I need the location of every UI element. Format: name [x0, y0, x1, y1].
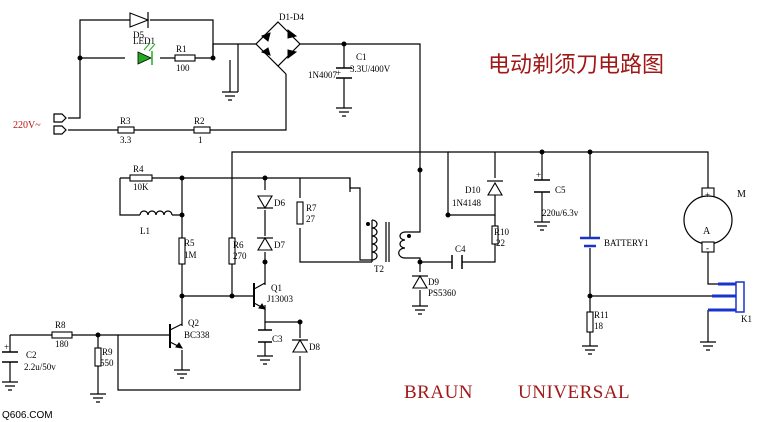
l1-label: L1	[140, 226, 150, 236]
resistor-r10: R10 22	[491, 225, 510, 248]
diode-d9: D9 PS5360	[412, 274, 457, 298]
resistor-r11: R11 18	[586, 310, 609, 333]
diagram-title: 电动剃须刀电路图	[488, 53, 664, 78]
r7-name: R7	[306, 203, 317, 213]
resistor-r8: R8 180	[51, 320, 73, 349]
c5-name: C5	[555, 185, 566, 195]
resistor-r1: R1 100	[174, 44, 196, 73]
r5-value: 1M	[184, 250, 197, 260]
bridge-part: 1N4007	[308, 70, 337, 80]
r7-value: 27	[306, 214, 316, 224]
c2-value: 2.2u/50v	[24, 362, 56, 372]
transistor-q2: Q2 BC338	[168, 318, 210, 349]
capacitor-c2: + C2 2.2u/50v	[2, 342, 56, 372]
junction-dots	[77, 41, 593, 338]
r10-name: R10	[494, 227, 510, 237]
r4-value: 10K	[133, 182, 149, 192]
c1-value: 3.3U/400V	[350, 64, 391, 74]
capacitor-c1: + C1 3.3U/400V	[336, 52, 391, 79]
brand-braun: BRAUN	[404, 382, 473, 403]
resistor-r4: R4 10K	[129, 164, 153, 192]
r3-name: R3	[120, 116, 131, 126]
diode-d7: D7	[257, 236, 285, 251]
mains-label: 220V~	[13, 120, 41, 131]
bridge-name: D1-D4	[279, 12, 304, 22]
r3-value: 3.3	[120, 135, 132, 145]
led-led1: LED1	[133, 36, 156, 65]
bridge-rectifier: D1-D4 1N4007	[238, 12, 337, 80]
r2-value: 1	[198, 135, 203, 145]
diode-d6: D6	[257, 195, 285, 210]
ground-symbols	[2, 91, 716, 403]
d10-part: 1N4148	[452, 198, 481, 208]
d6-label: D6	[274, 198, 285, 208]
capacitor-c5: + C5 220u/6.3v	[534, 170, 579, 218]
brand-universal: UNIVERSAL	[518, 382, 630, 403]
led1-label: LED1	[133, 36, 155, 46]
switch-k1: K1	[708, 281, 752, 324]
capacitor-c3: C3	[258, 329, 283, 344]
battery-label: BATTERY1	[604, 238, 649, 248]
svg-text:+: +	[536, 170, 541, 180]
motor-name: M	[737, 189, 746, 200]
c2-name: C2	[26, 350, 37, 360]
motor-minus: -	[706, 243, 709, 253]
svg-text:+: +	[4, 342, 9, 352]
svg-text:+: +	[336, 68, 341, 78]
c4-label: C4	[455, 244, 466, 254]
q1-name: Q1	[271, 283, 282, 293]
r10-value: 22	[496, 238, 505, 248]
r2-name: R2	[194, 116, 205, 126]
diode-d8: D8	[292, 338, 320, 353]
q2-part: BC338	[184, 330, 210, 340]
c1-name: C1	[356, 52, 367, 62]
r8-value: 180	[55, 339, 69, 349]
diode-d10: D10 1N4148	[452, 180, 503, 208]
r9-name: R9	[102, 347, 113, 357]
r1-name: R1	[176, 44, 187, 54]
motor-m: + - A M	[683, 187, 746, 253]
d9-name: D9	[428, 277, 439, 287]
resistor-r6: R6 270	[228, 237, 247, 265]
battery: BATTERY1	[580, 236, 649, 248]
t2-label: T2	[374, 264, 384, 274]
transformer-t2: T2	[366, 219, 411, 274]
r11-name: R11	[594, 310, 609, 320]
d10-name: D10	[465, 185, 481, 195]
resistor-r9: R9 550	[94, 347, 114, 368]
resistor-r2: R2 1	[193, 116, 211, 145]
capacitor-c4: C4	[451, 244, 466, 269]
r5-name: R5	[184, 238, 195, 248]
q1-part: J13003	[267, 294, 294, 304]
r11-value: 18	[594, 321, 604, 331]
r1-value: 100	[176, 63, 190, 73]
q2-name: Q2	[188, 318, 199, 328]
c3-label: C3	[272, 334, 283, 344]
motor-symbol: A	[703, 226, 711, 237]
k1-label: K1	[741, 314, 752, 324]
resistor-r7: R7 27	[296, 201, 317, 225]
resistor-r5: R5 1M	[178, 237, 197, 265]
mains-plug: 220V~	[13, 113, 67, 135]
transistor-q1: Q1 J13003	[250, 282, 294, 310]
r4-name: R4	[133, 164, 144, 174]
d8-label: D8	[309, 342, 320, 352]
d7-label: D7	[274, 240, 285, 250]
diode-d5: D5	[115, 12, 165, 40]
r8-name: R8	[55, 320, 66, 330]
motor-plus: +	[705, 190, 710, 200]
inductor-l1: L1	[139, 210, 173, 236]
r6-name: R6	[233, 240, 244, 250]
site-watermark: Q606.COM	[2, 410, 53, 421]
c5-value: 220u/6.3v	[542, 208, 579, 218]
d5-label: D5	[133, 30, 144, 40]
d9-part: PS5360	[428, 288, 457, 298]
resistor-r3: R3 3.3	[117, 116, 135, 145]
r9-value: 550	[100, 358, 114, 368]
r6-value: 270	[233, 251, 247, 261]
